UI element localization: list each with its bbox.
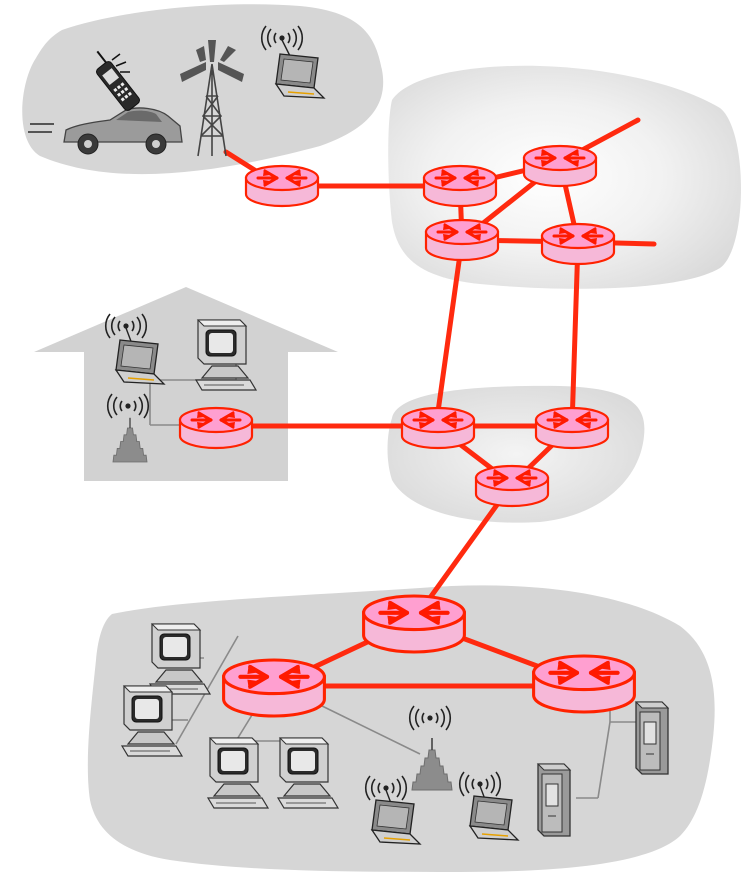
router-r-mobile-gw: [244, 164, 320, 208]
router-r-isp-2: [522, 144, 598, 188]
cell-phone-icon: [96, 50, 140, 111]
link-isp4-mid2: [569, 239, 581, 429]
mobile-network-region: [22, 4, 384, 175]
router-r-isp-1: [422, 164, 498, 208]
car-icon: [28, 107, 183, 155]
router-r-inst-left: [224, 660, 325, 716]
server-icon: [635, 701, 669, 775]
router-r-home: [178, 406, 254, 450]
router-r-inst-right: [534, 656, 635, 712]
link-isp3-mid1: [433, 237, 465, 429]
router-r-inst-top: [364, 596, 465, 652]
router-r-isp-3: [424, 218, 500, 262]
server-icon: [537, 763, 571, 837]
router-r-mid-1: [400, 406, 476, 450]
router-r-mid-3: [474, 464, 550, 508]
router-r-mid-2: [534, 406, 610, 450]
router-r-isp-4: [540, 222, 616, 266]
home-network-region: [34, 287, 338, 481]
cell-tower-icon: [180, 40, 244, 157]
